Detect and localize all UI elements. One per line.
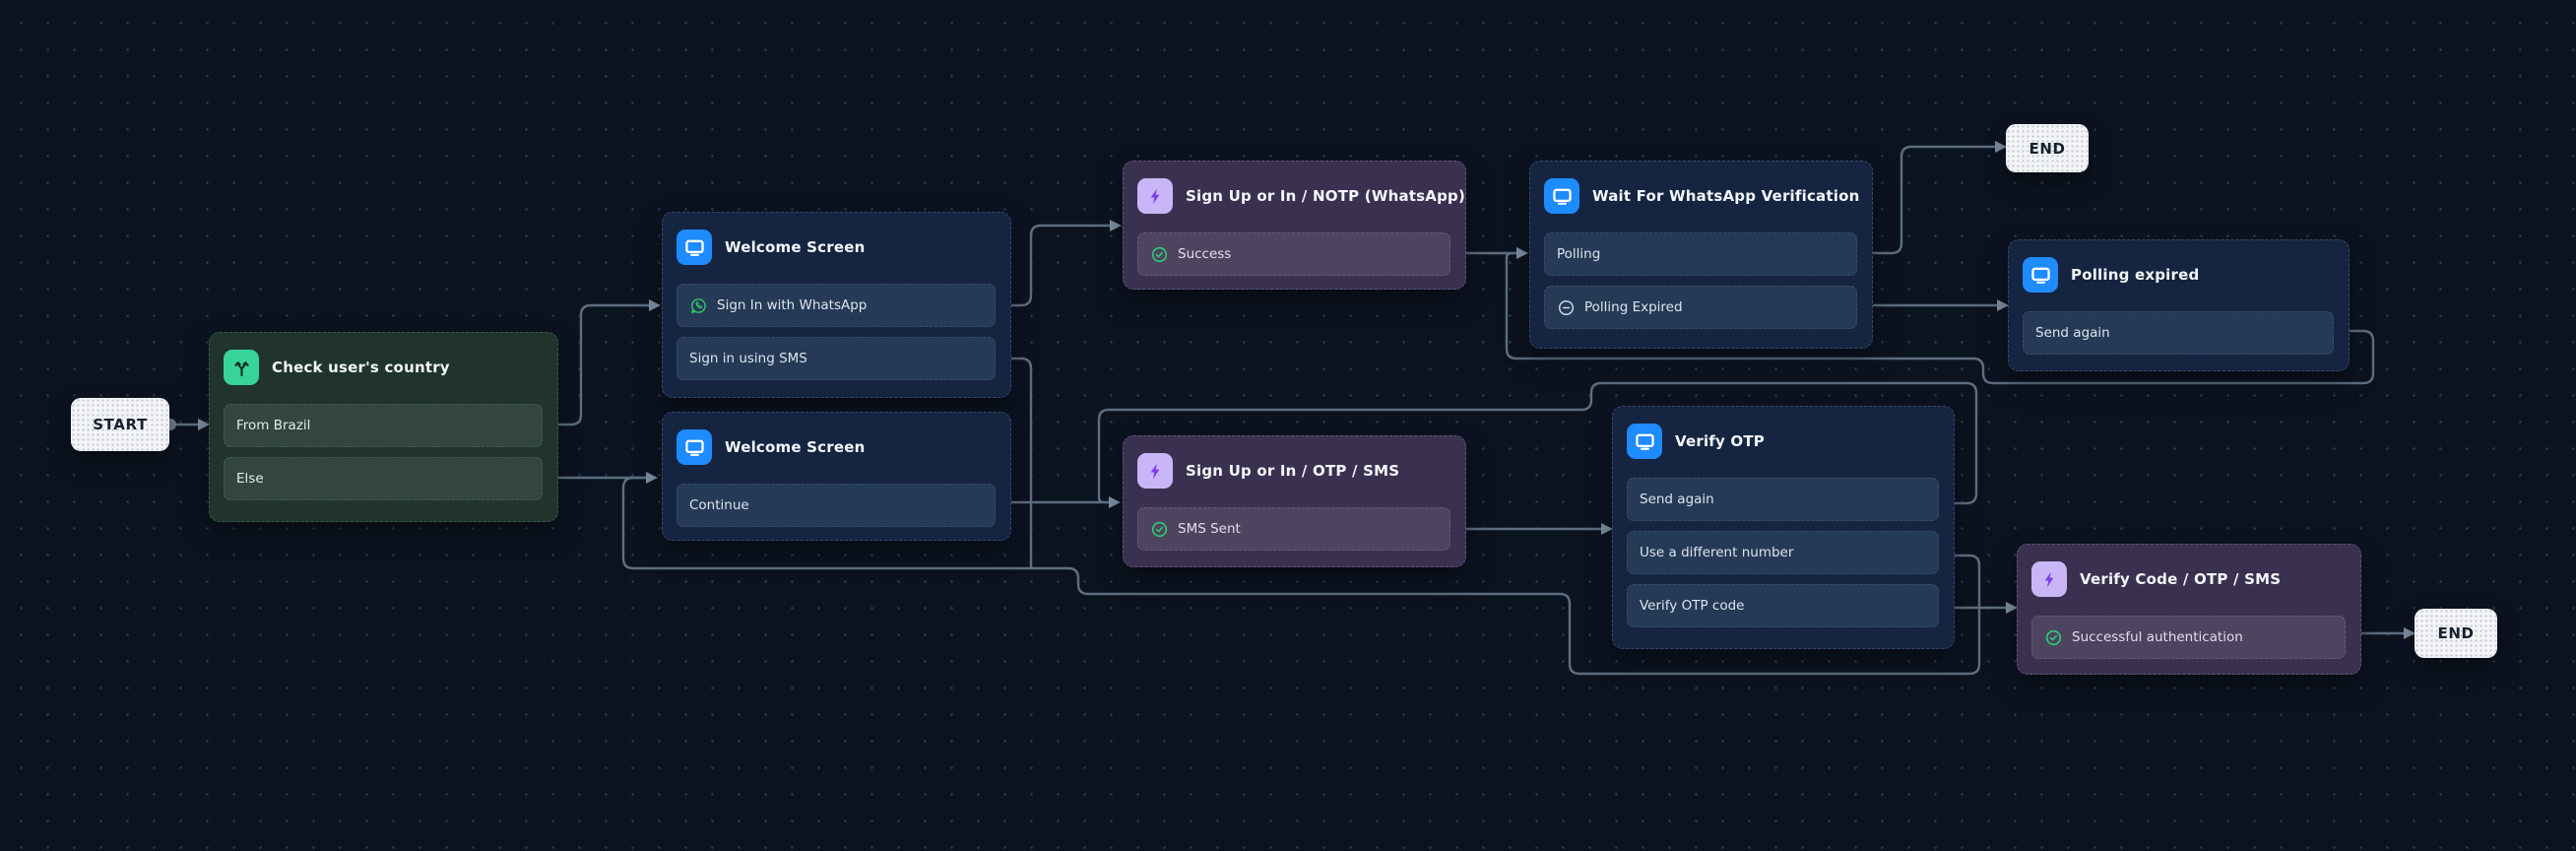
edge-arrowhead: [1601, 523, 1613, 535]
bolt-icon: [1137, 178, 1173, 214]
terminal-label: END: [2437, 624, 2475, 642]
row-label: Send again: [1640, 491, 1714, 507]
edge-line[interactable]: [1505, 251, 2375, 385]
row-label: Polling: [1557, 246, 1601, 262]
row-label: Send again: [2035, 325, 2110, 341]
terminal-label: START: [93, 416, 148, 433]
branch-icon: [224, 350, 259, 385]
node-header: Welcome Screen: [676, 229, 996, 265]
edge-start-to-check-country[interactable]: [164, 419, 210, 430]
row-label: Successful authentication: [2072, 629, 2243, 645]
edge-polling-to-end[interactable]: [1851, 141, 2007, 259]
node-signup-notp-whatsapp[interactable]: Sign Up or In / NOTP (WhatsApp) Success: [1123, 161, 1466, 290]
screen-icon: [1544, 178, 1579, 214]
node-title: Check user's country: [272, 359, 450, 376]
row-from-brazil[interactable]: From Brazil: [224, 404, 543, 447]
edge-arrowhead: [198, 419, 210, 430]
node-signup-otp-sms[interactable]: Sign Up or In / OTP / SMS SMS Sent: [1123, 435, 1466, 567]
edge-line[interactable]: [544, 303, 649, 426]
check-circle-icon: [1150, 520, 1169, 539]
node-header: Welcome Screen: [676, 429, 996, 465]
edge-arrowhead: [1997, 299, 2009, 311]
row-sign-in-sms[interactable]: Sign in using SMS: [676, 337, 996, 380]
edge-arrowhead: [1109, 496, 1121, 508]
screen-icon: [1627, 424, 1662, 459]
row-verify-otp-code[interactable]: Verify OTP code: [1627, 584, 1939, 627]
node-header: Verify OTP: [1627, 424, 1939, 459]
node-title: Verify Code / OTP / SMS: [2080, 570, 2282, 588]
node-header: Sign Up or In / OTP / SMS: [1137, 453, 1450, 489]
node-title: Sign Up or In / OTP / SMS: [1186, 462, 1400, 480]
screen-icon: [2023, 257, 2058, 293]
row-polling-expired[interactable]: Polling Expired: [1544, 286, 1857, 329]
screen-icon: [676, 429, 712, 465]
row-label: Else: [236, 471, 264, 487]
row-polling[interactable]: Polling: [1544, 232, 1857, 276]
row-label: Polling Expired: [1584, 299, 1683, 315]
node-verify-code-otp-sms[interactable]: Verify Code / OTP / SMS Successful authen…: [2017, 544, 2361, 675]
row-label: SMS Sent: [1178, 521, 1241, 537]
row-label: From Brazil: [236, 418, 311, 433]
edge-arrowhead: [1110, 220, 1122, 231]
node-title: Welcome Screen: [725, 438, 866, 456]
row-label: Verify OTP code: [1640, 598, 1745, 614]
edge-polling-expired-to-screen[interactable]: [1851, 299, 2009, 311]
row-label: Success: [1178, 246, 1232, 262]
row-use-different-number[interactable]: Use a different number: [1627, 531, 1939, 574]
edge-line[interactable]: [989, 224, 1110, 307]
edge-line[interactable]: [1857, 145, 1995, 255]
screen-icon: [676, 229, 712, 265]
node-title: Polling expired: [2071, 266, 2200, 284]
node-title: Sign Up or In / NOTP (WhatsApp): [1186, 187, 1466, 205]
row-send-again-polling[interactable]: Send again: [2023, 311, 2334, 355]
edge-arrowhead: [2006, 602, 2018, 614]
node-header: Polling expired: [2023, 257, 2334, 293]
edge-sms-sent-to-verify-otp[interactable]: [1443, 523, 1613, 535]
edge-arrowhead: [1516, 247, 1528, 259]
check-circle-icon: [1150, 245, 1169, 264]
whatsapp-icon: [689, 296, 708, 315]
node-title: Welcome Screen: [725, 238, 866, 256]
terminal-node-end-2[interactable]: END: [2415, 609, 2497, 658]
row-successful-authentication[interactable]: Successful authentication: [2031, 616, 2346, 659]
check-circle-icon: [2044, 628, 2063, 647]
node-header: Verify Code / OTP / SMS: [2031, 561, 2346, 597]
edge-arrowhead: [1995, 141, 2007, 153]
row-sign-in-whatsapp[interactable]: Sign In with WhatsApp: [676, 284, 996, 327]
node-title: Verify OTP: [1675, 432, 1766, 450]
row-sms-sent[interactable]: SMS Sent: [1137, 507, 1450, 551]
edge-arrowhead: [2404, 627, 2415, 639]
terminal-label: END: [2029, 139, 2066, 158]
row-send-again-otp[interactable]: Send again: [1627, 478, 1939, 521]
node-header: Wait For WhatsApp Verification: [1544, 178, 1860, 214]
edge-line[interactable]: [621, 476, 1981, 676]
edge-line[interactable]: [988, 357, 1033, 568]
row-label: Sign In with WhatsApp: [717, 297, 868, 313]
minus-circle-icon: [1557, 298, 1576, 317]
row-success[interactable]: Success: [1137, 232, 1450, 276]
node-title: Wait For WhatsApp Verification: [1592, 187, 1860, 205]
node-header: Sign Up or In / NOTP (WhatsApp): [1137, 178, 1465, 214]
terminal-node-start[interactable]: START: [71, 398, 169, 451]
bolt-icon: [1137, 453, 1173, 489]
terminal-node-end-1[interactable]: END: [2006, 124, 2089, 172]
bolt-icon: [2031, 561, 2067, 597]
edge-line[interactable]: [1097, 381, 1978, 505]
edge-arrowhead: [646, 472, 658, 484]
row-label: Use a different number: [1640, 545, 1794, 560]
row-label: Continue: [689, 497, 749, 513]
row-else[interactable]: Else: [224, 457, 543, 500]
edge-arrowhead: [649, 299, 661, 311]
node-header: Check user's country: [224, 350, 543, 385]
row-label: Sign in using SMS: [689, 351, 807, 366]
row-continue[interactable]: Continue: [676, 484, 996, 527]
